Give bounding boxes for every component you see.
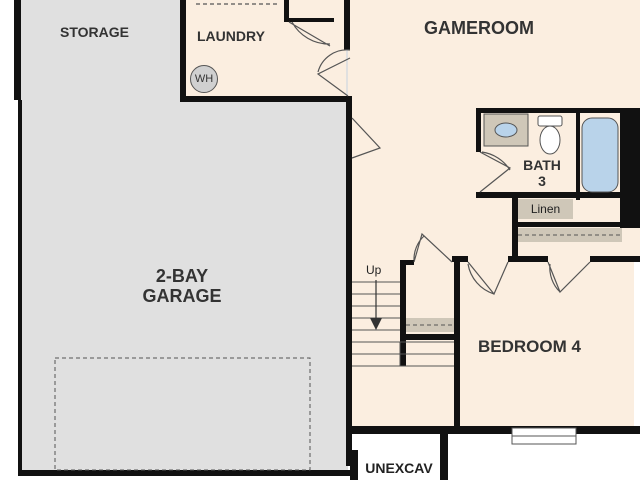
- laundry-label: LAUNDRY: [197, 28, 265, 44]
- laundry-door: [288, 21, 331, 47]
- gameroom-label: GAMEROOM: [424, 18, 534, 38]
- storage-label: STORAGE: [60, 24, 129, 40]
- toilet-bowl-icon: [539, 125, 561, 155]
- unexcav-area: [358, 450, 440, 480]
- garage-door-outline: [54, 357, 311, 471]
- bath-name: BATH: [523, 157, 561, 173]
- stair-closet-door: [413, 232, 453, 263]
- garage-line-2: GARAGE: [142, 286, 222, 307]
- bedroom-closet-door: [547, 261, 591, 294]
- bedroom-door: [467, 261, 509, 296]
- bath-number: 3: [538, 172, 546, 189]
- linen-closet-label: Linen: [518, 199, 573, 219]
- stairs-up-label: Up: [366, 263, 382, 277]
- garage-entry-door: [316, 49, 351, 97]
- gameroom-door: [351, 117, 382, 159]
- garage-label: 2-BAY GARAGE: [122, 266, 242, 306]
- unexcav-label: UNEXCAV: [365, 459, 433, 476]
- bath-label: BATH 3: [512, 157, 572, 189]
- bedroom-label: BEDROOM 4: [478, 337, 581, 356]
- bathtub-icon: [581, 117, 619, 193]
- garage-line-1: 2-BAY: [155, 266, 209, 286]
- water-heater-icon: WH: [190, 65, 218, 93]
- stairs: [352, 281, 454, 367]
- sink-icon: [494, 122, 518, 138]
- walls: [14, 0, 640, 480]
- stairs-arrow-icon: [370, 318, 382, 330]
- toilet-tank-icon: [537, 115, 563, 127]
- bath-door: [479, 151, 512, 193]
